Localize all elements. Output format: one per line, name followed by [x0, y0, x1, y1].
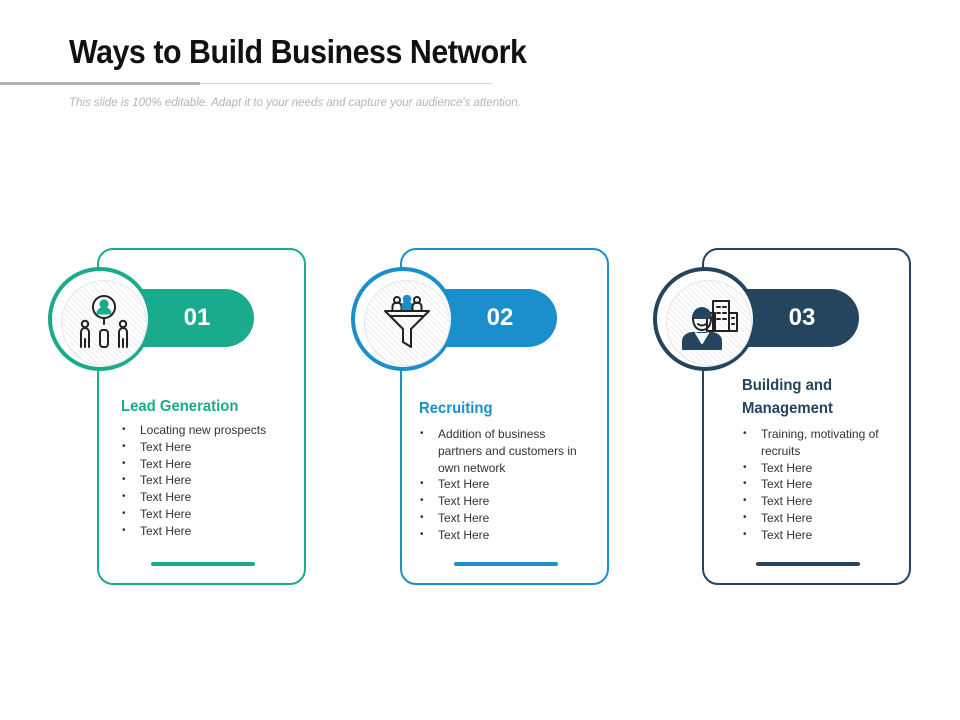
icon-circle-02 — [351, 267, 455, 371]
title-underline-extension — [200, 83, 493, 84]
bullet-item: Text Here — [420, 493, 592, 510]
bullet-item: Text Here — [743, 493, 893, 510]
bullet-item: Text Here — [743, 476, 893, 493]
card-heading: Recruiting — [419, 400, 493, 417]
bullet-item: Text Here — [420, 476, 592, 493]
funnel-people-icon — [384, 294, 430, 348]
bullet-item: Text Here — [743, 527, 893, 544]
bullet-list: Addition of business partners and custom… — [420, 426, 592, 544]
page-subtitle: This slide is 100% editable. Adapt it to… — [69, 97, 521, 109]
number-badge-label: 02 — [486, 304, 514, 331]
manager-building-icon — [682, 300, 738, 350]
bullet-item: Text Here — [122, 456, 294, 473]
number-badge-label: 01 — [183, 304, 211, 331]
title-underline — [0, 82, 200, 85]
page-title: Ways to Build Business Network — [69, 33, 527, 70]
card-accent-bar — [151, 562, 255, 566]
bullet-item: Text Here — [420, 527, 592, 544]
card-heading: Lead Generation — [121, 398, 239, 415]
bullet-list: Locating new prospects Text Here Text He… — [122, 422, 294, 540]
card-accent-bar — [756, 562, 860, 566]
bullet-item: Locating new prospects — [122, 422, 294, 439]
bullet-item: Text Here — [122, 472, 294, 489]
bullet-item: Text Here — [122, 489, 294, 506]
icon-circle-03 — [653, 267, 757, 371]
number-badge-label: 03 — [788, 304, 816, 331]
bullet-item: Text Here — [743, 460, 893, 477]
lead-generation-people-icon — [80, 295, 128, 348]
bullet-item: Text Here — [420, 510, 592, 527]
bullet-item: Training, motivating of recruits — [743, 426, 893, 460]
card-accent-bar — [454, 562, 558, 566]
bullet-item: Text Here — [743, 510, 893, 527]
bullet-item: Text Here — [122, 439, 294, 456]
bullet-list: Training, motivating of recruits Text He… — [743, 426, 893, 544]
icon-circle-01 — [48, 267, 152, 371]
bullet-item: Addition of business partners and custom… — [420, 426, 592, 476]
card-heading: Building and Management — [742, 377, 833, 417]
bullet-item: Text Here — [122, 506, 294, 523]
bullet-item: Text Here — [122, 523, 294, 540]
